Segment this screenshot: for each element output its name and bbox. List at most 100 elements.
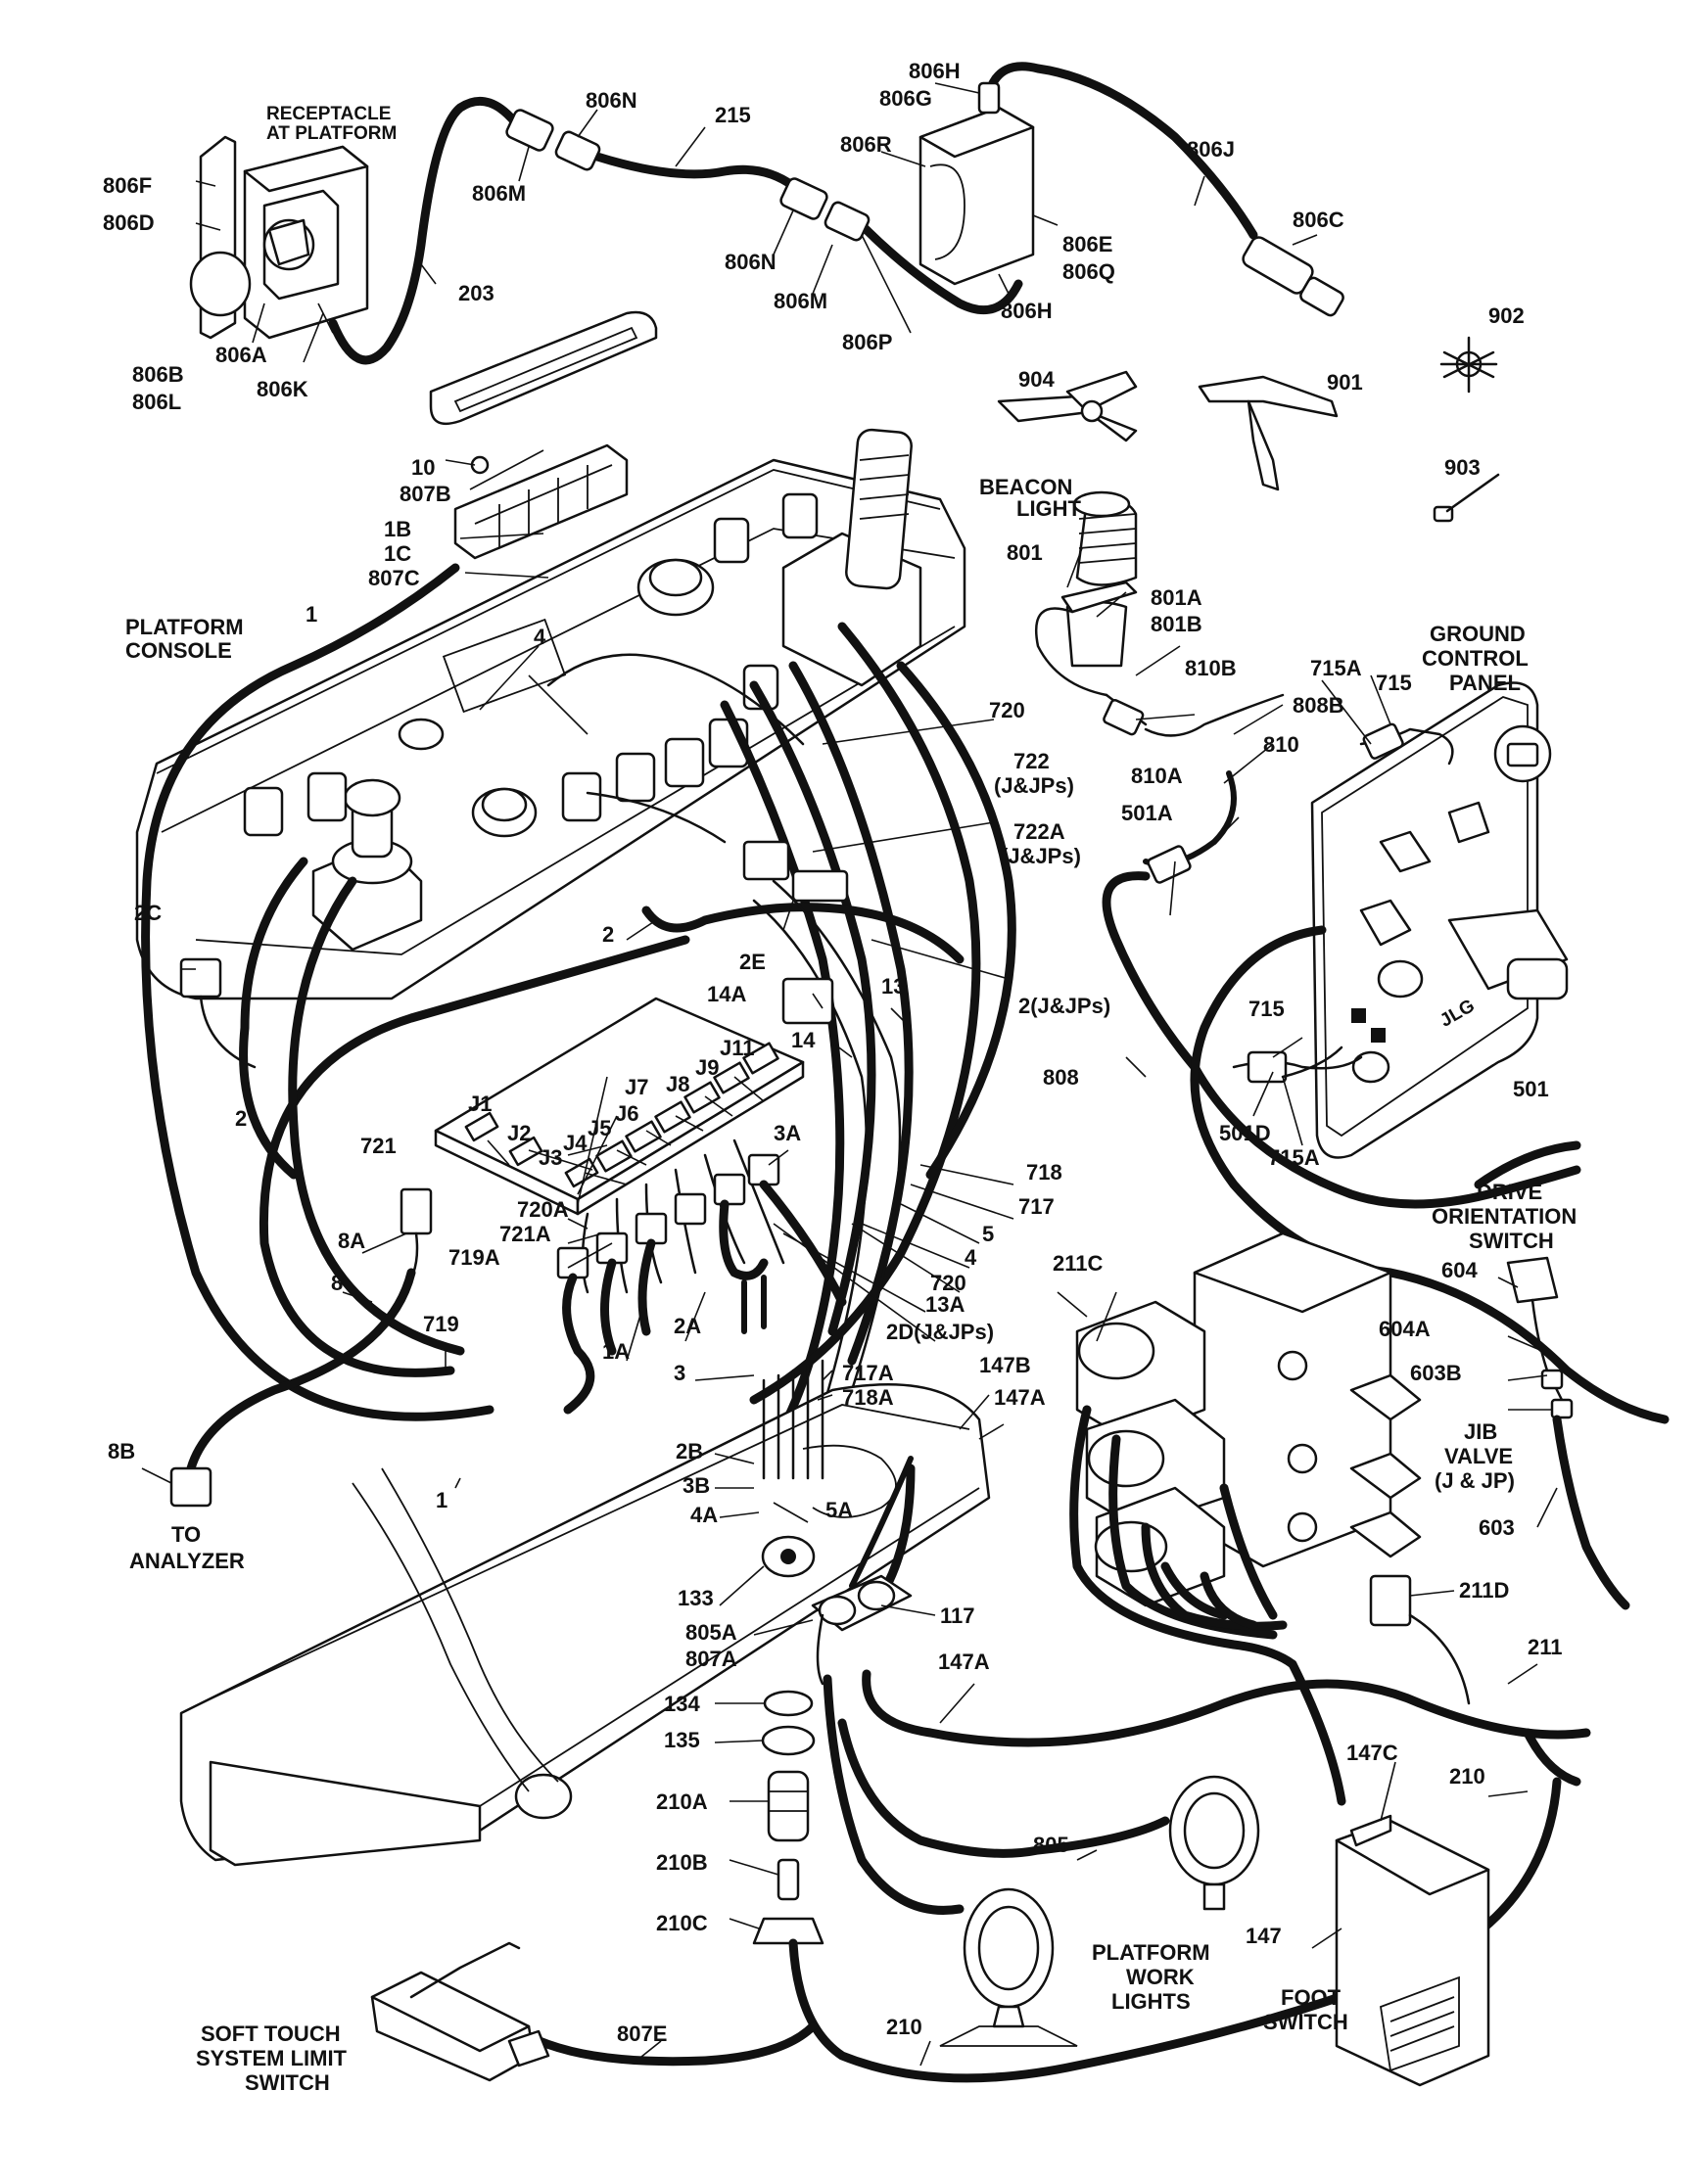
- label-721: 721: [360, 1134, 397, 1158]
- label-801B: 801B: [1151, 612, 1202, 636]
- work-light-right: [1168, 1775, 1260, 1911]
- label-2E: 2E: [739, 950, 766, 974]
- label-2-b: 2: [235, 1106, 247, 1131]
- label-analyzer: ANALYZER: [129, 1549, 245, 1573]
- label-platform-work: PLATFORM: [1092, 1940, 1210, 1965]
- label-211D: 211D: [1459, 1578, 1509, 1603]
- foot-switch: [1335, 1814, 1490, 2087]
- label-806F: 806F: [103, 173, 152, 198]
- connector-806M-806N-mid: [779, 177, 871, 242]
- platform-tray: [179, 1383, 991, 1867]
- label-806B: 806B: [132, 362, 184, 387]
- label-807C: 807C: [368, 566, 420, 590]
- label-2B: 2B: [676, 1439, 703, 1464]
- label-147: 147: [1246, 1924, 1282, 1948]
- label-805A: 805A: [685, 1620, 737, 1645]
- leader-lines: [141, 82, 1558, 2067]
- label-14: 14: [791, 1028, 816, 1052]
- label-501D: 501D: [1219, 1121, 1271, 1145]
- label-806K: 806K: [257, 377, 308, 401]
- label-4-b: 4: [965, 1245, 977, 1270]
- label-807A: 807A: [685, 1647, 737, 1671]
- label-719A: 719A: [448, 1245, 500, 1270]
- label-210C: 210C: [656, 1911, 708, 1935]
- label-807E: 807E: [617, 2021, 667, 2046]
- connector-stack-210: [752, 1690, 824, 1945]
- work-light-left: [939, 1887, 1078, 2047]
- label-722A-jjps: (J&JPs): [1001, 844, 1081, 868]
- label-801: 801: [1007, 540, 1043, 565]
- label-210: 210: [1449, 1764, 1485, 1789]
- label-722A: 722A: [1013, 819, 1065, 844]
- text-labels: RECEPTACLE AT PLATFORM 806N 215 806H 806…: [103, 59, 1577, 2095]
- label-810B: 810B: [1185, 656, 1237, 680]
- label-8A: 8A: [338, 1229, 365, 1253]
- label-210A: 210A: [656, 1789, 708, 1814]
- label-soft-touch: SOFT TOUCH: [201, 2021, 341, 2046]
- label-ground: GROUND: [1430, 622, 1526, 646]
- jib-valve: [1075, 1231, 1422, 1607]
- label-806G: 806G: [879, 86, 932, 111]
- label-console: CONSOLE: [125, 638, 232, 663]
- label-receptacle: RECEPTACLE: [266, 104, 391, 124]
- connector-14A: [781, 977, 834, 1025]
- label-J1: J1: [468, 1092, 492, 1116]
- label-light: LIGHT: [1016, 496, 1082, 521]
- label-133: 133: [678, 1586, 714, 1610]
- label-3B: 3B: [683, 1473, 710, 1498]
- connector-8A: [169, 1187, 433, 1508]
- label-806D: 806D: [103, 210, 155, 235]
- ground-control-wires: [1034, 607, 1670, 1424]
- label-147A: 147A: [994, 1385, 1046, 1410]
- label-604: 604: [1441, 1258, 1478, 1282]
- label-switch: SWITCH: [1469, 1229, 1554, 1253]
- label-5A: 5A: [825, 1498, 853, 1522]
- label-J11: J11: [720, 1036, 755, 1060]
- label-8: 8: [331, 1271, 343, 1295]
- label-3: 3: [674, 1361, 685, 1385]
- label-J9: J9: [695, 1055, 719, 1080]
- label-806M-2: 806M: [774, 289, 827, 313]
- label-J5: J5: [588, 1116, 611, 1140]
- label-8B: 8B: [108, 1439, 135, 1464]
- connector-211D: [1369, 1574, 1471, 1705]
- label-718: 718: [1026, 1160, 1062, 1185]
- label-211: 211: [1528, 1635, 1563, 1659]
- soft-touch-switch: [370, 1941, 550, 2082]
- label-to: TO: [171, 1522, 201, 1547]
- label-1A: 1A: [602, 1339, 630, 1364]
- label-control: CONTROL: [1422, 646, 1529, 671]
- label-210B: 210B: [656, 1850, 708, 1875]
- label-901: 901: [1327, 370, 1363, 395]
- label-2C: 2C: [134, 901, 162, 925]
- ground-control-panel: [1310, 681, 1569, 1159]
- label-beacon: BEACON: [979, 475, 1072, 499]
- label-806R: 806R: [840, 132, 892, 157]
- console-cover: [429, 310, 658, 426]
- platform-receptacle: [189, 135, 369, 340]
- label-501A: 501A: [1121, 801, 1173, 825]
- label-platform: PLATFORM: [125, 615, 244, 639]
- label-limit-switch: SWITCH: [245, 2070, 330, 2095]
- label-806Q: 806Q: [1062, 259, 1115, 284]
- label-501: 501: [1513, 1077, 1549, 1101]
- label-1B: 1B: [384, 517, 411, 541]
- label-806L: 806L: [132, 390, 181, 414]
- junction-box-806R: [918, 81, 1035, 286]
- label-810: 810: [1263, 732, 1299, 757]
- label-2-jjps: 2(J&JPs): [1018, 994, 1110, 1018]
- top-cables: [328, 62, 1258, 365]
- label-147A-2: 147A: [938, 1650, 990, 1674]
- led-bar-807B: [453, 443, 629, 560]
- label-715: 715: [1376, 671, 1412, 695]
- label-806N-2: 806N: [725, 250, 777, 274]
- label-904: 904: [1018, 367, 1055, 392]
- beacon-light: [1060, 490, 1138, 668]
- label-806E: 806E: [1062, 232, 1112, 256]
- label-808B: 808B: [1293, 693, 1344, 718]
- tool-901: [1198, 375, 1339, 491]
- label-210-b: 210: [886, 2015, 922, 2039]
- label-806A: 806A: [215, 343, 267, 367]
- label-806H: 806H: [909, 59, 961, 83]
